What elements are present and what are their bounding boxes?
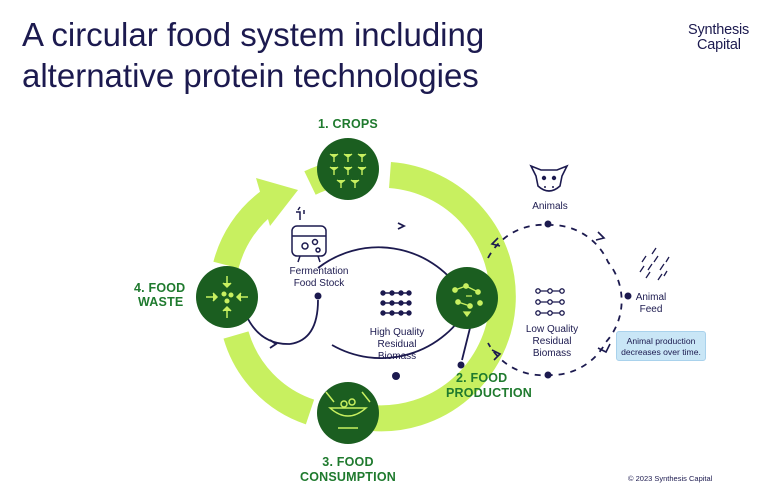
- label-fermentation-food-stock: Fermentation Food Stock: [276, 266, 362, 290]
- molecule-icon: [452, 283, 483, 318]
- food-consumption-node: [317, 382, 379, 444]
- label-high-quality-residual-biomass: High Quality Residual Biomass: [358, 327, 436, 363]
- fermentation-tank-icon: [291, 206, 327, 263]
- label-lq-line-2: Residual: [532, 336, 572, 347]
- label-hq-line-3: Biomass: [377, 351, 417, 362]
- compress-arrows-icon: [206, 276, 248, 318]
- plate-and-cutlery-icon: [325, 391, 371, 429]
- copyright-text: © 2023 Synthesis Capital: [628, 474, 713, 483]
- stage-label-food-waste-line-1: 4. FOOD: [134, 281, 186, 295]
- label-fermentation-line-1: Fermentation: [289, 266, 349, 277]
- stage-label-food-waste: 4. FOOD WASTE: [134, 281, 185, 309]
- note-line-2: decreases over time.: [621, 347, 701, 357]
- food-waste-node: [196, 266, 258, 328]
- company-logo: Synthesis Capital: [688, 23, 760, 53]
- label-hq-line-2: Residual: [377, 339, 417, 350]
- label-low-quality-residual-biomass: Low Quality Residual Biomass: [514, 324, 590, 360]
- page-title: A circular food system including alterna…: [22, 16, 485, 94]
- lime-arrow-head: [256, 178, 298, 226]
- stage-label-food-production: 2. FOOD PRODUCTION: [446, 371, 532, 401]
- stage-label-food-production-line-1: 2. FOOD: [456, 371, 508, 385]
- food-production-node: [436, 267, 498, 329]
- label-animals: Animals: [532, 201, 568, 212]
- label-lq-line-3: Biomass: [532, 348, 572, 359]
- animal-feed-icon: [639, 247, 670, 281]
- label-animal-feed-line-2: Feed: [639, 304, 663, 315]
- label-hq-line-1: High Quality: [369, 327, 425, 338]
- logo-line-1: Synthesis: [688, 22, 750, 38]
- stage-label-food-consumption-line-2: CONSUMPTION: [300, 470, 396, 484]
- stage-label-food-waste-line-2: WASTE: [138, 295, 184, 309]
- label-animal-feed: Animal Feed: [626, 292, 676, 316]
- stage-label-food-consumption-line-1: 3. FOOD: [322, 455, 374, 469]
- cow-icon: [529, 164, 569, 192]
- note-line-1: Animal production: [626, 336, 696, 346]
- low-quality-biomass-icon: [535, 288, 565, 316]
- sprout-icon: [329, 153, 367, 188]
- lime-cycle-ring: [213, 162, 516, 432]
- label-fermentation-line-2: Food Stock: [293, 278, 345, 289]
- inner-navy-cycle: [245, 222, 473, 380]
- stage-label-food-production-line-2: PRODUCTION: [446, 386, 533, 400]
- logo-line-2: Capital: [697, 37, 741, 53]
- stage-label-food-consumption: 3. FOOD CONSUMPTION: [300, 455, 396, 485]
- animal-production-note: Animal production decreases over time.: [616, 331, 706, 361]
- crops-node: [317, 138, 379, 200]
- stage-label-crops: 1. CROPS: [318, 117, 378, 131]
- high-quality-biomass-icon: [380, 290, 412, 316]
- label-lq-line-1: Low Quality: [525, 324, 579, 335]
- label-animal-feed-line-1: Animal: [635, 292, 667, 303]
- dashed-animal-loop: [487, 220, 632, 379]
